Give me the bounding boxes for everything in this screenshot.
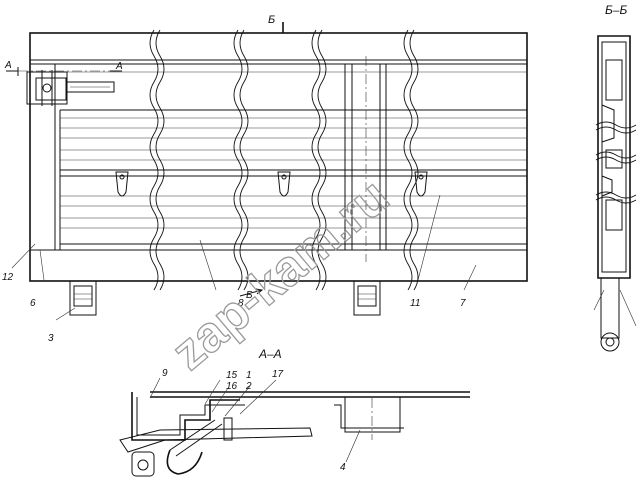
section-aa-view: А–А xyxy=(119,347,470,477)
callout-16: 16 xyxy=(226,381,238,392)
callout-1: 1 xyxy=(246,370,252,381)
section-bb-title: Б–Б xyxy=(605,3,627,17)
callout-9: 9 xyxy=(162,368,168,379)
callout-6: 6 xyxy=(30,298,36,309)
callout-15: 15 xyxy=(226,370,238,381)
hinge-left xyxy=(69,280,97,316)
rope-hook-3 xyxy=(414,171,428,197)
section-a-mark-left: А xyxy=(4,60,12,71)
callout-3: 3 xyxy=(48,333,54,344)
section-a-mark-right: А xyxy=(115,61,123,72)
rope-hook-2 xyxy=(277,171,291,197)
section-bb-view: Б–Б xyxy=(593,3,637,352)
callout-11: 11 xyxy=(410,298,420,309)
main-view-panel: Б А А Б xyxy=(4,14,528,321)
callout-2: 2 xyxy=(245,381,252,392)
callout-17: 17 xyxy=(272,369,284,380)
hinge-right xyxy=(353,280,381,316)
callout-7: 7 xyxy=(460,298,466,309)
section-b-mark-top: Б xyxy=(268,14,275,26)
callout-8: 8 xyxy=(238,298,244,309)
section-b-mark-arrow: Б xyxy=(246,290,253,301)
callout-4: 4 xyxy=(340,462,346,473)
section-aa-title: А–А xyxy=(258,347,282,361)
callout-12: 12 xyxy=(2,272,14,283)
side-lock xyxy=(26,70,115,106)
rope-hook-1 xyxy=(115,171,129,197)
